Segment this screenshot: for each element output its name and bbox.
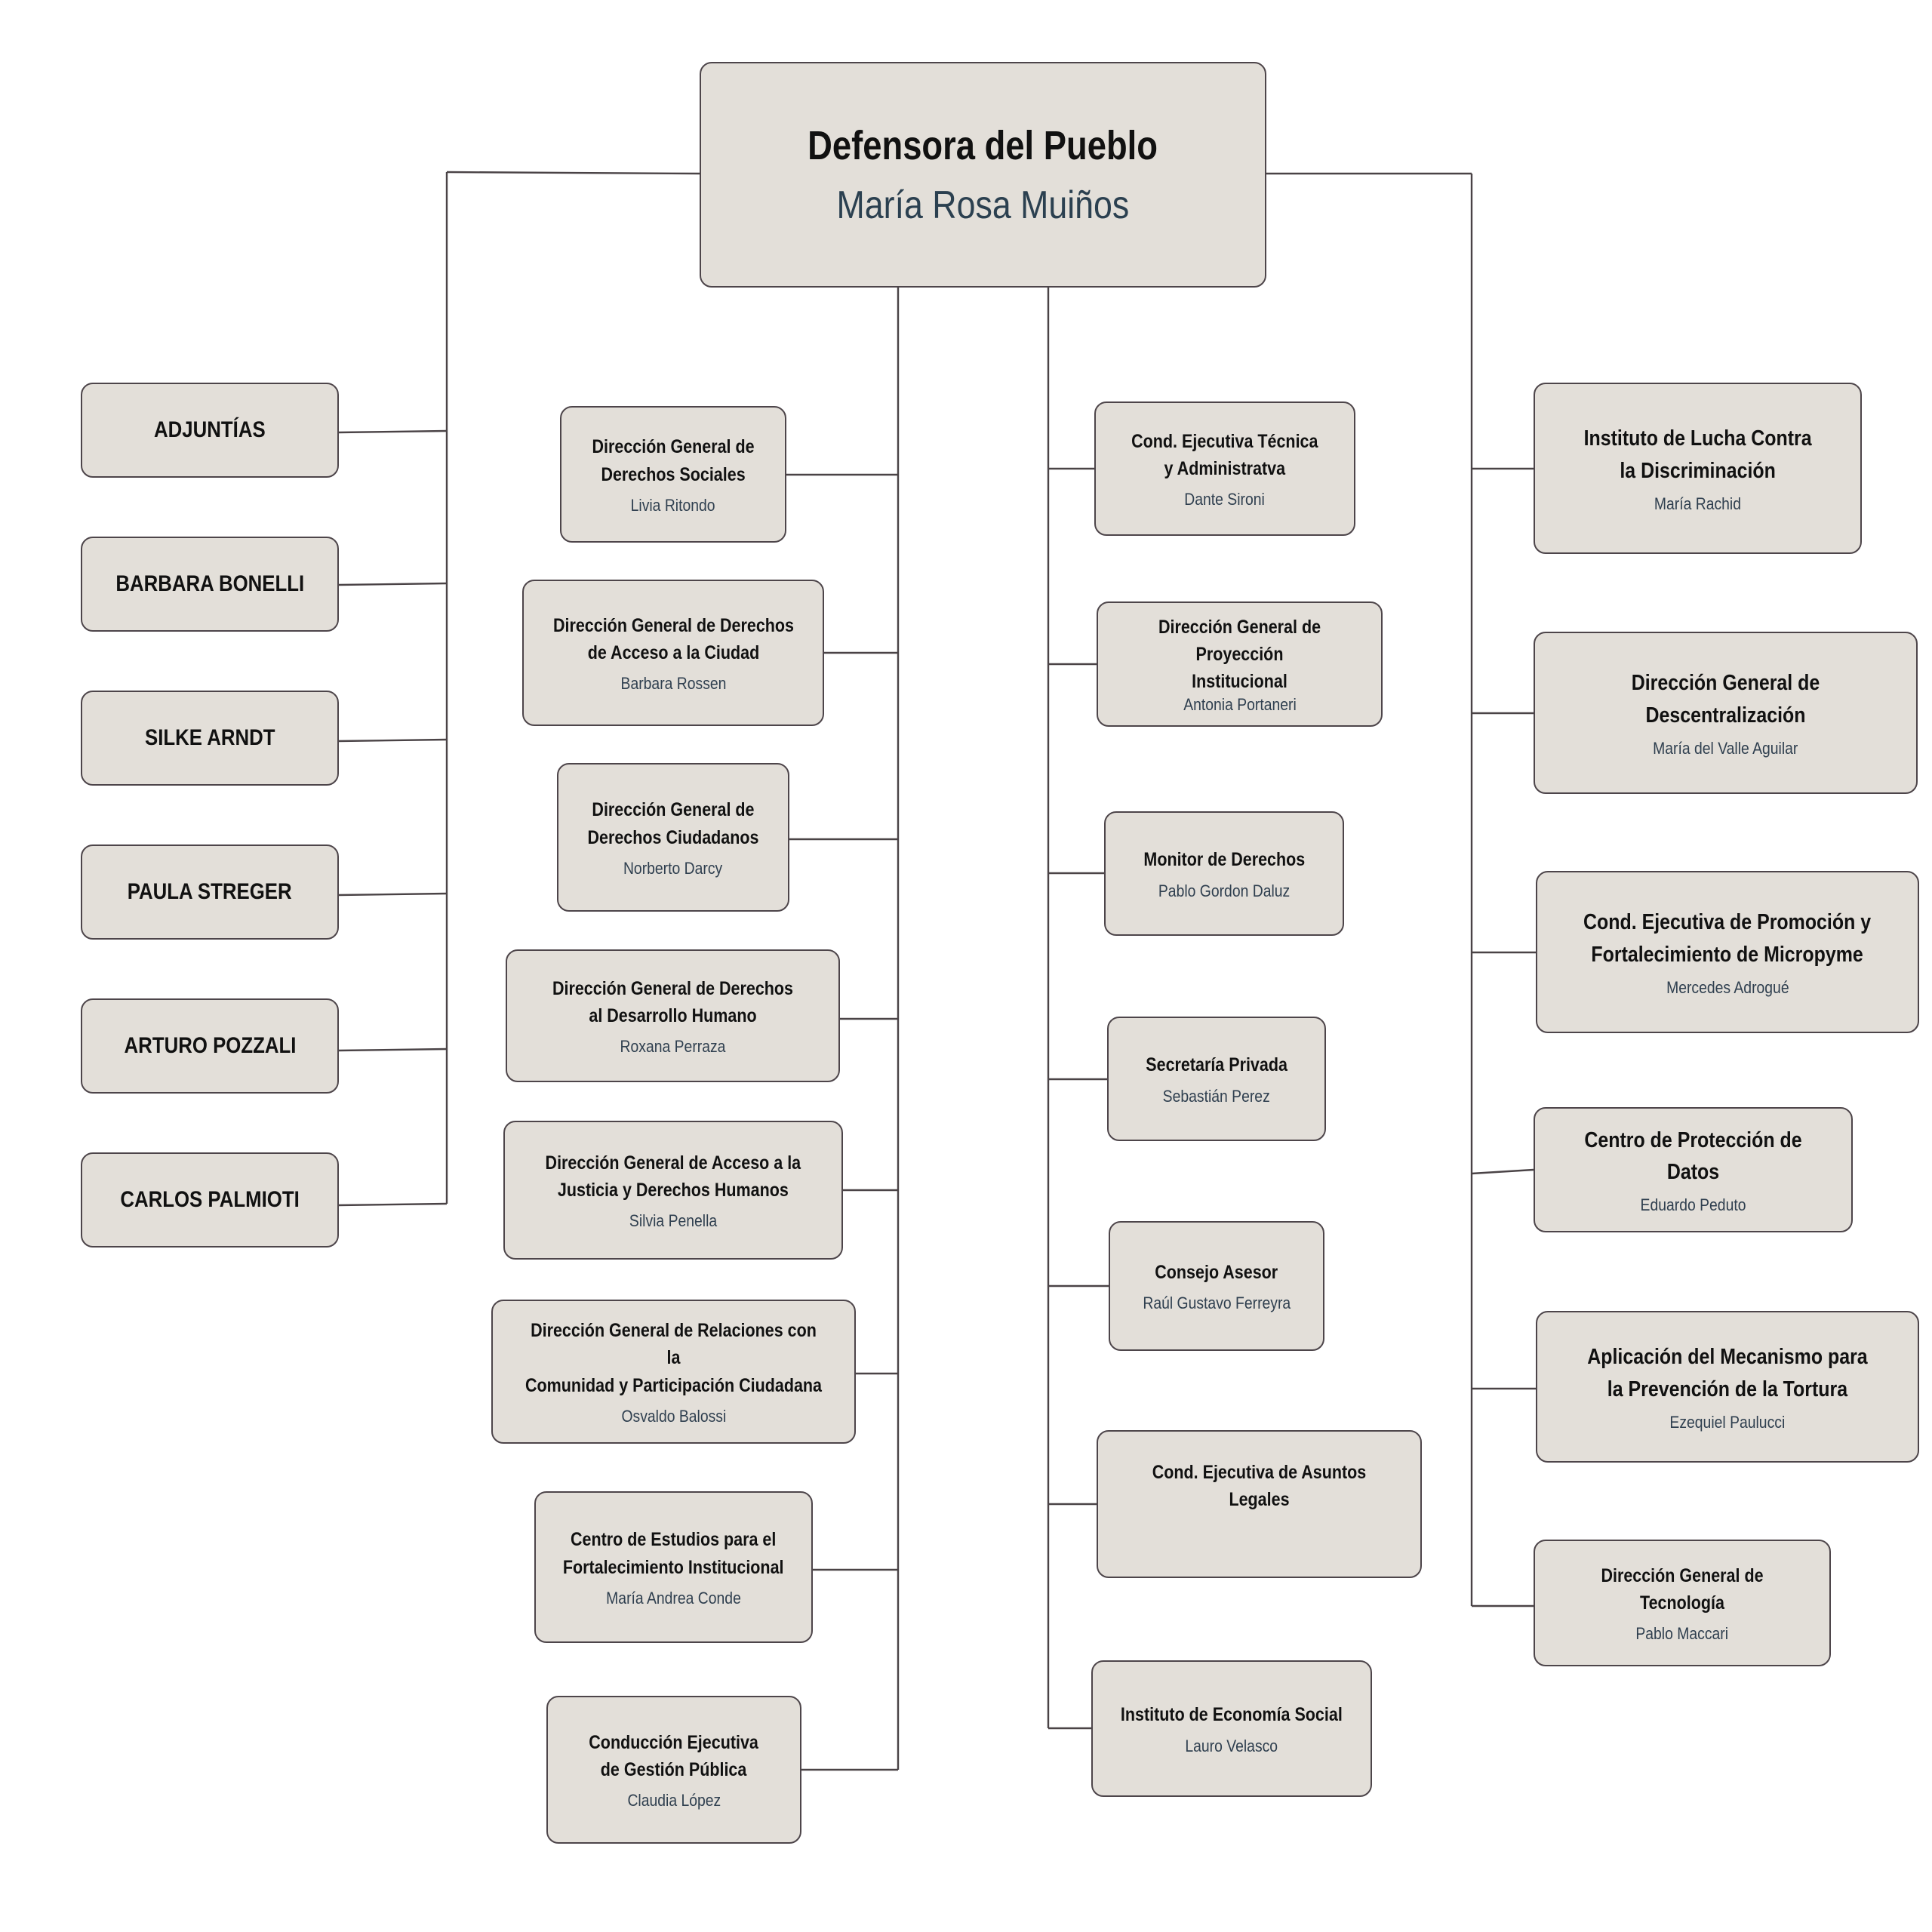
unit-box: Dirección General de Proyección Instituc… (1097, 601, 1383, 727)
unit-title: Cond. Ejecutiva de Promoción y Fortaleci… (1583, 910, 1872, 967)
unit-title: Monitor de Derechos (1143, 849, 1305, 871)
head-box: Defensora del Pueblo María Rosa Muiños (700, 62, 1266, 288)
member-box: ARTURO POZZALI (81, 998, 339, 1094)
unit-box: Monitor de Derechos Pablo Gordon Daluz (1104, 811, 1344, 936)
unit-head: Roxana Perraza (620, 1037, 726, 1057)
unit-head: Antonia Portaneri (1183, 695, 1297, 715)
member-name: SILKE ARNDT (144, 725, 275, 751)
adjuntias-label: ADJUNTÍAS (154, 417, 266, 443)
unit-box: Consejo Asesor Raúl Gustavo Ferreyra (1109, 1221, 1324, 1351)
unit-box: Dirección General de Tecnología Pablo Ma… (1534, 1540, 1831, 1666)
unit-head: Lauro Velasco (1185, 1736, 1278, 1755)
unit-title: Conducción Ejecutiva de Gestión Pública (589, 1731, 759, 1780)
unit-title: Dirección General de Derechos de Acceso … (552, 614, 794, 663)
unit-head: Sebastián Perez (1162, 1086, 1271, 1106)
unit-box: Centro de Protección de Datos Eduardo Pe… (1534, 1107, 1853, 1232)
unit-box: Cond. Ejecutiva Técnica y Administratva … (1094, 401, 1355, 536)
member-name: ARTURO POZZALI (124, 1033, 296, 1059)
member-box: SILKE ARNDT (81, 691, 339, 786)
unit-title: Instituto de Lucha Contra la Discriminac… (1583, 426, 1812, 483)
member-box: CARLOS PALMIOTI (81, 1152, 339, 1247)
unit-box: Dirección General de Acceso a la Justici… (503, 1121, 843, 1260)
unit-box: Dirección General de Descentralización M… (1534, 632, 1918, 794)
unit-head: Claudia López (627, 1791, 721, 1810)
head-name: María Rosa Muiños (836, 183, 1130, 227)
member-name: BARBARA BONELLI (115, 571, 304, 597)
unit-title: Dirección General de Derechos al Desarro… (552, 977, 794, 1026)
unit-head: Mercedes Adrogué (1666, 977, 1789, 997)
unit-head: Raúl Gustavo Ferreyra (1143, 1294, 1291, 1313)
unit-title: Dirección General de Derechos Ciudadanos (587, 799, 759, 848)
unit-title: Consejo Asesor (1155, 1261, 1278, 1283)
unit-title: Secretaría Privada (1146, 1054, 1287, 1076)
unit-head: Eduardo Peduto (1640, 1195, 1746, 1215)
unit-head: María Rachid (1654, 494, 1742, 513)
adjuntias-box: ADJUNTÍAS (81, 383, 339, 478)
unit-box: Centro de Estudios para el Fortalecimien… (534, 1491, 813, 1643)
unit-head: Norberto Darcy (623, 858, 723, 878)
unit-box: Conducción Ejecutiva de Gestión Pública … (546, 1696, 801, 1844)
unit-box: Cond. Ejecutiva de Asuntos Legales (1097, 1430, 1422, 1578)
unit-box: Instituto de Lucha Contra la Discriminac… (1534, 383, 1862, 554)
member-box: PAULA STREGER (81, 844, 339, 940)
unit-box: Dirección General de Derechos Sociales L… (560, 406, 786, 543)
unit-title: Centro de Protección de Datos (1584, 1128, 1802, 1184)
unit-head: Livia Ritondo (631, 495, 715, 515)
unit-head: María del Valle Aguilar (1653, 738, 1798, 758)
unit-head: Osvaldo Balossi (621, 1406, 726, 1426)
unit-title: Instituto de Economía Social (1121, 1704, 1343, 1726)
unit-title: Aplicación del Mecanismo para la Prevenc… (1587, 1345, 1868, 1401)
member-box: BARBARA BONELLI (81, 537, 339, 632)
unit-head: Silvia Penella (629, 1211, 718, 1231)
unit-box: Dirección General de Relaciones con la C… (491, 1300, 856, 1444)
unit-title: Centro de Estudios para el Fortalecimien… (563, 1529, 784, 1578)
unit-box: Aplicación del Mecanismo para la Prevenc… (1536, 1311, 1919, 1463)
head-title: Defensora del Pueblo (808, 123, 1158, 169)
unit-title: Dirección General de Derechos Sociales (592, 436, 755, 485)
unit-box: Cond. Ejecutiva de Promoción y Fortaleci… (1536, 871, 1919, 1033)
unit-title: Dirección General de Proyección Instituc… (1158, 616, 1321, 693)
member-name: PAULA STREGER (128, 879, 292, 905)
unit-title: Dirección General de Tecnología (1601, 1564, 1764, 1614)
unit-box: Dirección General de Derechos de Acceso … (522, 580, 824, 726)
unit-head: Dante Sironi (1184, 490, 1266, 509)
unit-box: Dirección General de Derechos Ciudadanos… (557, 763, 789, 912)
member-name: CARLOS PALMIOTI (120, 1187, 300, 1213)
unit-head: Ezequiel Paulucci (1669, 1412, 1786, 1432)
unit-title: Dirección General de Acceso a la Justici… (545, 1152, 801, 1201)
unit-title: Dirección General de Descentralización (1631, 671, 1820, 728)
unit-box: Instituto de Economía Social Lauro Velas… (1091, 1660, 1372, 1797)
unit-box: Secretaría Privada Sebastián Perez (1107, 1017, 1326, 1141)
unit-head: Barbara Rossen (620, 674, 726, 694)
unit-head: Pablo Gordon Daluz (1158, 881, 1291, 900)
unit-title: Dirección General de Relaciones con la C… (525, 1320, 823, 1396)
unit-title: Cond. Ejecutiva de Asuntos Legales (1152, 1461, 1367, 1510)
unit-box: Dirección General de Derechos al Desarro… (506, 949, 840, 1082)
unit-head: María Andrea Conde (606, 1588, 741, 1607)
unit-head: Pablo Maccari (1635, 1624, 1729, 1644)
unit-title: Cond. Ejecutiva Técnica y Administratva (1131, 430, 1318, 479)
